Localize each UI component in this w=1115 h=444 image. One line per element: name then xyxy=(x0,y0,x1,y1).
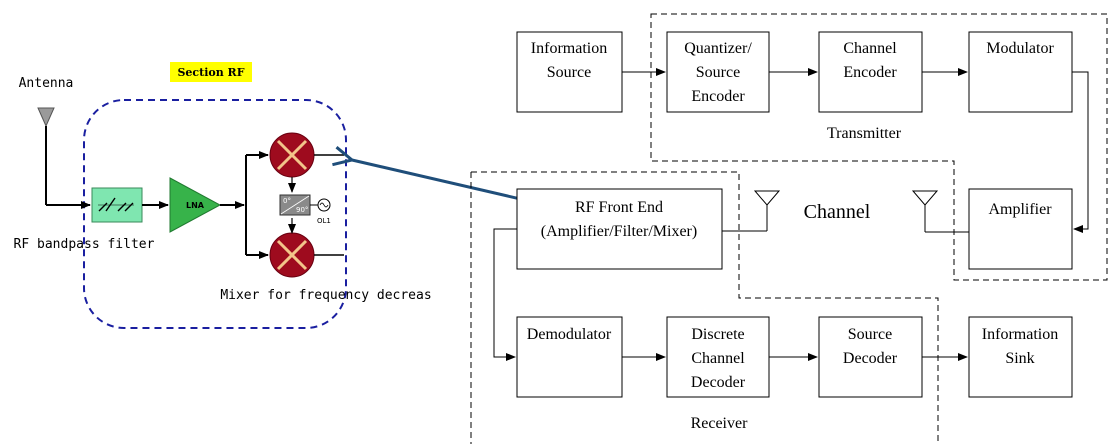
bandpass-filter-icon xyxy=(91,187,143,223)
svg-text:Decoder: Decoder xyxy=(691,374,746,391)
svg-text:Information: Information xyxy=(531,40,607,57)
mixer-feed-lines xyxy=(245,151,269,259)
svg-text:Channel: Channel xyxy=(691,350,745,367)
section-rf-label: Section RF xyxy=(177,66,244,79)
channel-encoder-block: Channel Encoder xyxy=(818,31,923,113)
svg-text:Source: Source xyxy=(696,64,740,81)
svg-text:Source: Source xyxy=(547,64,591,81)
section-rf-highlight xyxy=(170,62,252,82)
svg-text:Source: Source xyxy=(848,326,892,343)
source-decoder-block: Source Decoder xyxy=(818,316,923,398)
svg-text:Amplifier: Amplifier xyxy=(988,201,1052,218)
oscillator-label: OL1 xyxy=(317,217,331,225)
svg-text:Quantizer/: Quantizer/ xyxy=(684,40,752,57)
svg-text:Information: Information xyxy=(982,326,1058,343)
information-sink-block: Information Sink xyxy=(968,316,1073,398)
receive-antenna-icon xyxy=(722,190,781,232)
phase-shifter-icon xyxy=(279,177,311,234)
channel-decoder-block: Discrete Channel Decoder xyxy=(666,316,770,398)
oscillator-icon xyxy=(310,198,331,212)
phase-label-top: 0° xyxy=(283,197,291,205)
svg-text:Encoder: Encoder xyxy=(691,88,745,105)
svg-text:Demodulator: Demodulator xyxy=(527,326,612,343)
svg-text:Channel: Channel xyxy=(843,40,897,57)
information-source-block: Information Source xyxy=(516,31,623,113)
mixer-label: Mixer for frequency decreas xyxy=(220,288,431,303)
mixer-bottom-icon xyxy=(269,232,315,278)
receiver-label: Receiver xyxy=(691,415,749,432)
svg-text:Encoder: Encoder xyxy=(843,64,897,81)
quantizer-block: Quantizer/ Source Encoder xyxy=(666,31,770,113)
lna-amplifier-icon xyxy=(169,177,222,233)
transmitter-region xyxy=(650,13,1108,281)
signal-flow-arrows xyxy=(493,68,1089,361)
mixer-top-icon xyxy=(269,132,315,178)
filter-label: RF bandpass filter xyxy=(14,237,155,252)
svg-text:Sink: Sink xyxy=(1005,350,1034,367)
svg-text:Decoder: Decoder xyxy=(843,350,898,367)
rf-section: Section RF Antenna RF bandpass filter LN… xyxy=(14,62,432,329)
channel-label: Channel xyxy=(804,201,871,223)
svg-text:(Amplifier/Filter/Mixer): (Amplifier/Filter/Mixer) xyxy=(541,223,697,240)
modulator-block: Modulator xyxy=(968,31,1073,113)
lna-label: LNA xyxy=(186,201,205,210)
receiver-region xyxy=(470,171,939,444)
svg-text:Discrete: Discrete xyxy=(691,326,744,343)
system-block-diagram: Information Source Quantizer/ Source Enc… xyxy=(470,13,1108,444)
demodulator-block: Demodulator xyxy=(516,316,623,398)
rf-section-border xyxy=(83,99,347,329)
rf-front-end-block: RF Front End (Amplifier/Filter/Mixer) xyxy=(516,188,723,270)
phase-label-bottom: 90° xyxy=(296,206,308,214)
antenna-icon xyxy=(37,107,91,209)
transmit-antenna-icon xyxy=(911,190,969,233)
transmitter-label: Transmitter xyxy=(827,125,902,142)
svg-text:RF Front End: RF Front End xyxy=(575,199,663,216)
svg-text:Modulator: Modulator xyxy=(986,40,1054,57)
antenna-label: Antenna xyxy=(19,76,74,91)
amplifier-block: Amplifier xyxy=(968,188,1073,270)
